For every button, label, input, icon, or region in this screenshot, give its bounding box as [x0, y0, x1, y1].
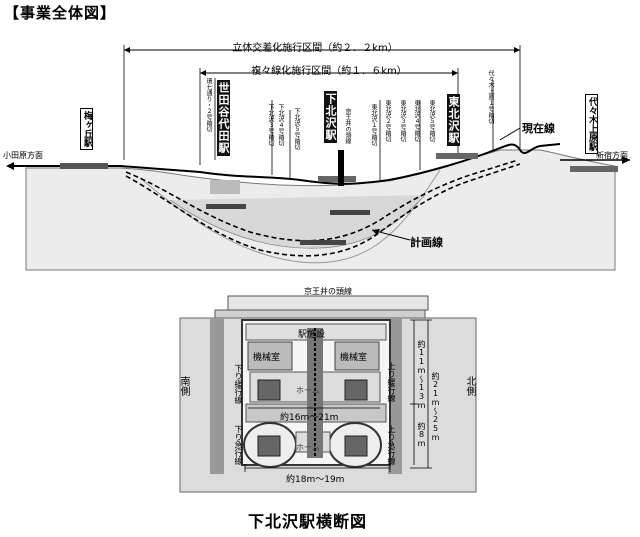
crossing-label: 下北沢３号踏切	[267, 104, 274, 146]
station-yoyogi-uehara: 代々木上原駅	[585, 94, 598, 154]
crossing-label: 環七通り・２号踏切	[205, 78, 212, 132]
crossing-label: 代々木上原１号踏切	[487, 70, 494, 124]
platform-lower-label: ホーム	[296, 443, 320, 452]
width-inner-label: 約16m～21m	[280, 413, 339, 423]
crossing-label: 東北沢３号踏切	[399, 100, 406, 142]
crossing-label: 下北沢４号踏切	[277, 104, 284, 146]
north-side-label: 北側	[464, 376, 475, 396]
crossing-label: 下北沢５号踏切	[293, 108, 300, 150]
direction-right-label: 新宿方面	[596, 151, 628, 160]
depth-total-label: 約21m～25m	[431, 372, 440, 442]
span-grade-separation-label: 立体交差化施行区間（約２．２km）	[232, 43, 398, 54]
up-rapid-label: 上り急行線	[387, 425, 396, 465]
crossing-label: 東北沢２号踏切	[384, 100, 391, 142]
span-double-track-label: 複々線化施行区間（約１．６km）	[251, 66, 407, 77]
station-umegaoka: 梅ヶ丘駅	[80, 108, 93, 150]
depth-lower-label: 約8m	[417, 422, 426, 448]
page-title: 【事業全体図】	[4, 4, 117, 22]
platform-upper-label: ホーム	[296, 386, 320, 395]
diagram-caption: 下北沢駅横断図	[248, 512, 368, 531]
down-express-label: 下り緩行線	[234, 364, 243, 404]
crossing-label: 東北沢４号踏切	[413, 100, 420, 142]
machine-room-left: 機械室	[253, 353, 281, 363]
depth-upper-label: 約11m～13m	[417, 340, 426, 410]
current-line-label: 現在線	[522, 122, 555, 135]
profile-diagram	[6, 45, 630, 271]
down-rapid-label: 下り急行線	[234, 425, 243, 465]
crossing-label: 東北沢５号踏切	[428, 100, 435, 142]
direction-left-label: 小田原方面	[3, 151, 43, 160]
station-shimokitazawa: 下北沢駅	[324, 91, 337, 143]
station-setagaya-daita: 世田谷代田駅	[217, 80, 230, 156]
machine-room-right: 機械室	[340, 353, 368, 363]
keio-line-label: 京王井の頭線	[304, 287, 352, 296]
crossing-label: 京王井の頭線	[344, 108, 351, 144]
up-express-label: 上り緩行線	[387, 362, 396, 402]
width-outer-label: 約18m～19m	[286, 475, 345, 485]
south-side-label: 南側	[178, 376, 189, 396]
crossing-label: 東北沢１号踏切	[370, 104, 377, 146]
station-facility-label: 駅施設	[298, 330, 326, 340]
planned-line-label: 計画線	[410, 236, 443, 249]
station-higashi-kitazawa: 東北沢駅	[447, 94, 460, 146]
